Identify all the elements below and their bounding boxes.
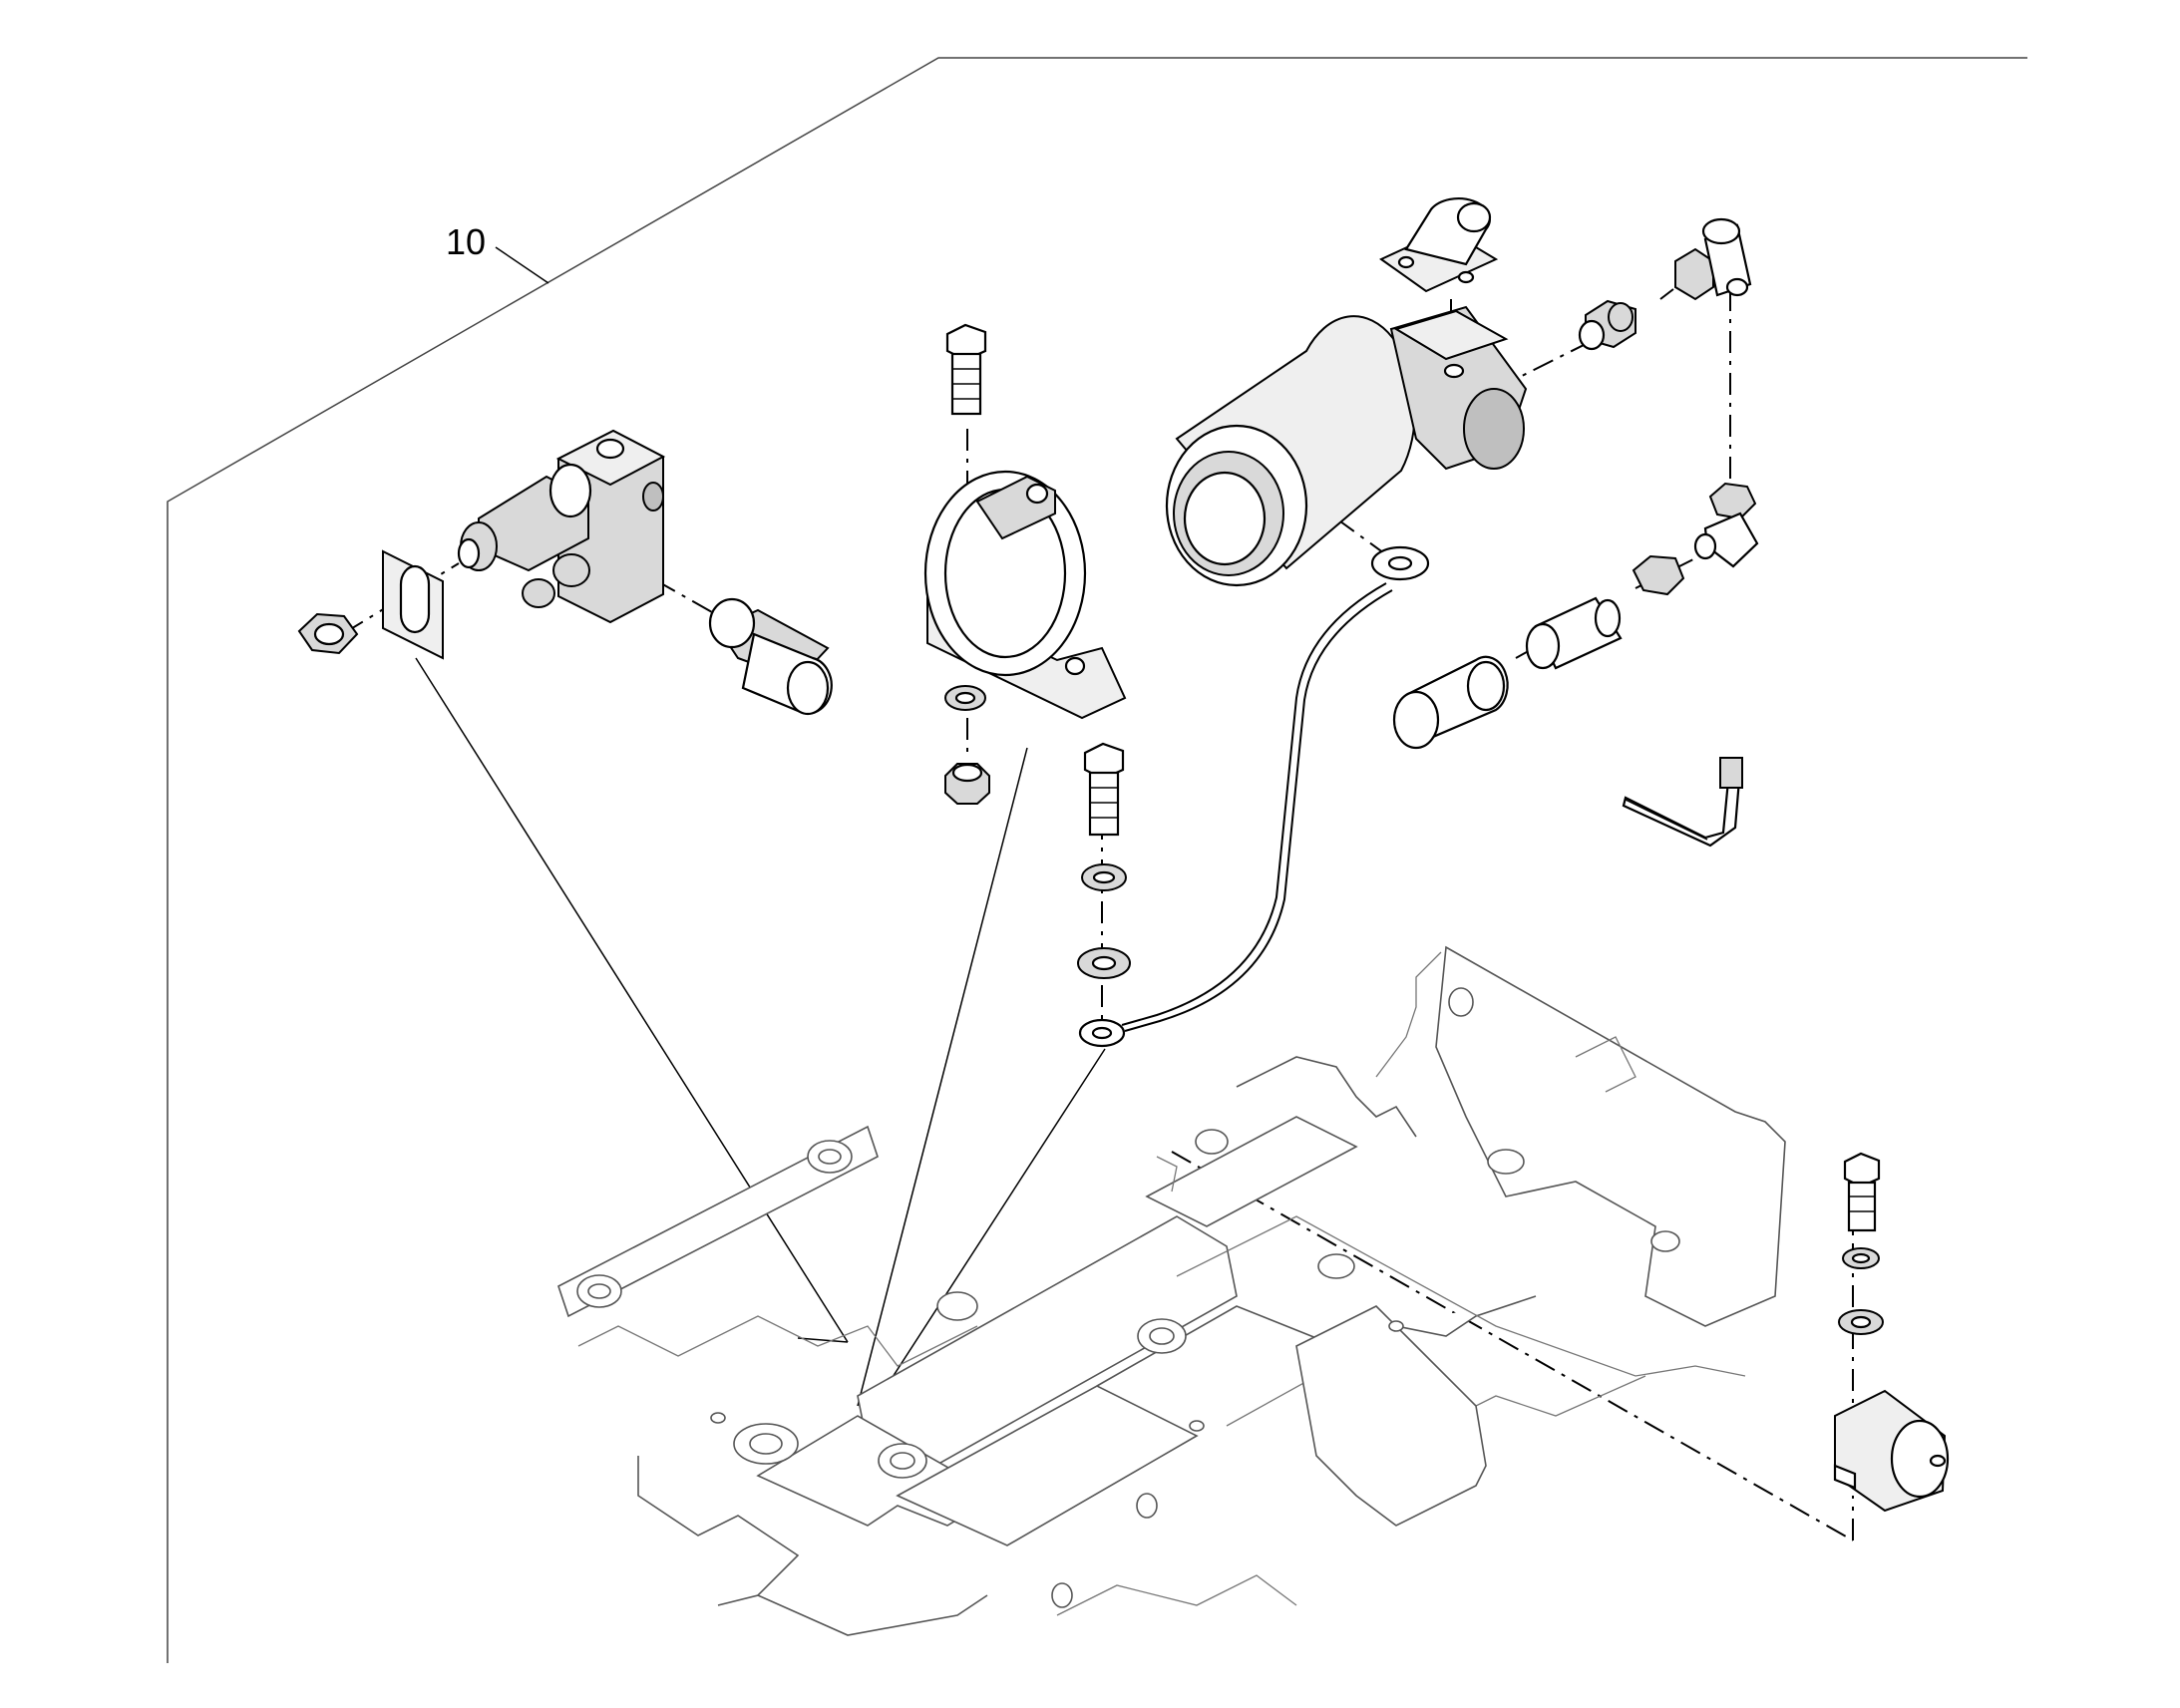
page-frame <box>167 57 2027 1663</box>
ground-cable <box>1078 545 1430 1048</box>
valve-hose-connector <box>708 597 833 716</box>
elbow-fitting-lower <box>1632 482 1759 596</box>
chassis-frame <box>557 945 1786 1636</box>
filter-head <box>1389 305 1528 471</box>
washer-clamp <box>944 685 986 711</box>
tee-fitting <box>1674 217 1752 301</box>
callout-label-10: 10 <box>446 221 486 262</box>
valve-block <box>457 429 666 624</box>
mounting-plate <box>382 549 444 660</box>
filter-canister <box>1165 315 1416 587</box>
lock-nut <box>297 612 359 655</box>
accumulator <box>1833 1152 1950 1513</box>
bolt-upper <box>945 323 987 416</box>
hose-connector <box>1392 596 1623 750</box>
nipple-fitting <box>1578 299 1636 351</box>
strap-clamp <box>923 470 1127 720</box>
washer-lower-2 <box>1077 947 1131 979</box>
leader-lines <box>415 657 1106 1409</box>
elbow-fitting-top <box>1379 197 1499 293</box>
washer-lower-1 <box>1081 863 1127 891</box>
cable-tie <box>1622 757 1743 848</box>
nut-clamp <box>944 763 990 805</box>
callout-10: 10 <box>446 221 549 284</box>
bolt-lower <box>1083 742 1125 837</box>
